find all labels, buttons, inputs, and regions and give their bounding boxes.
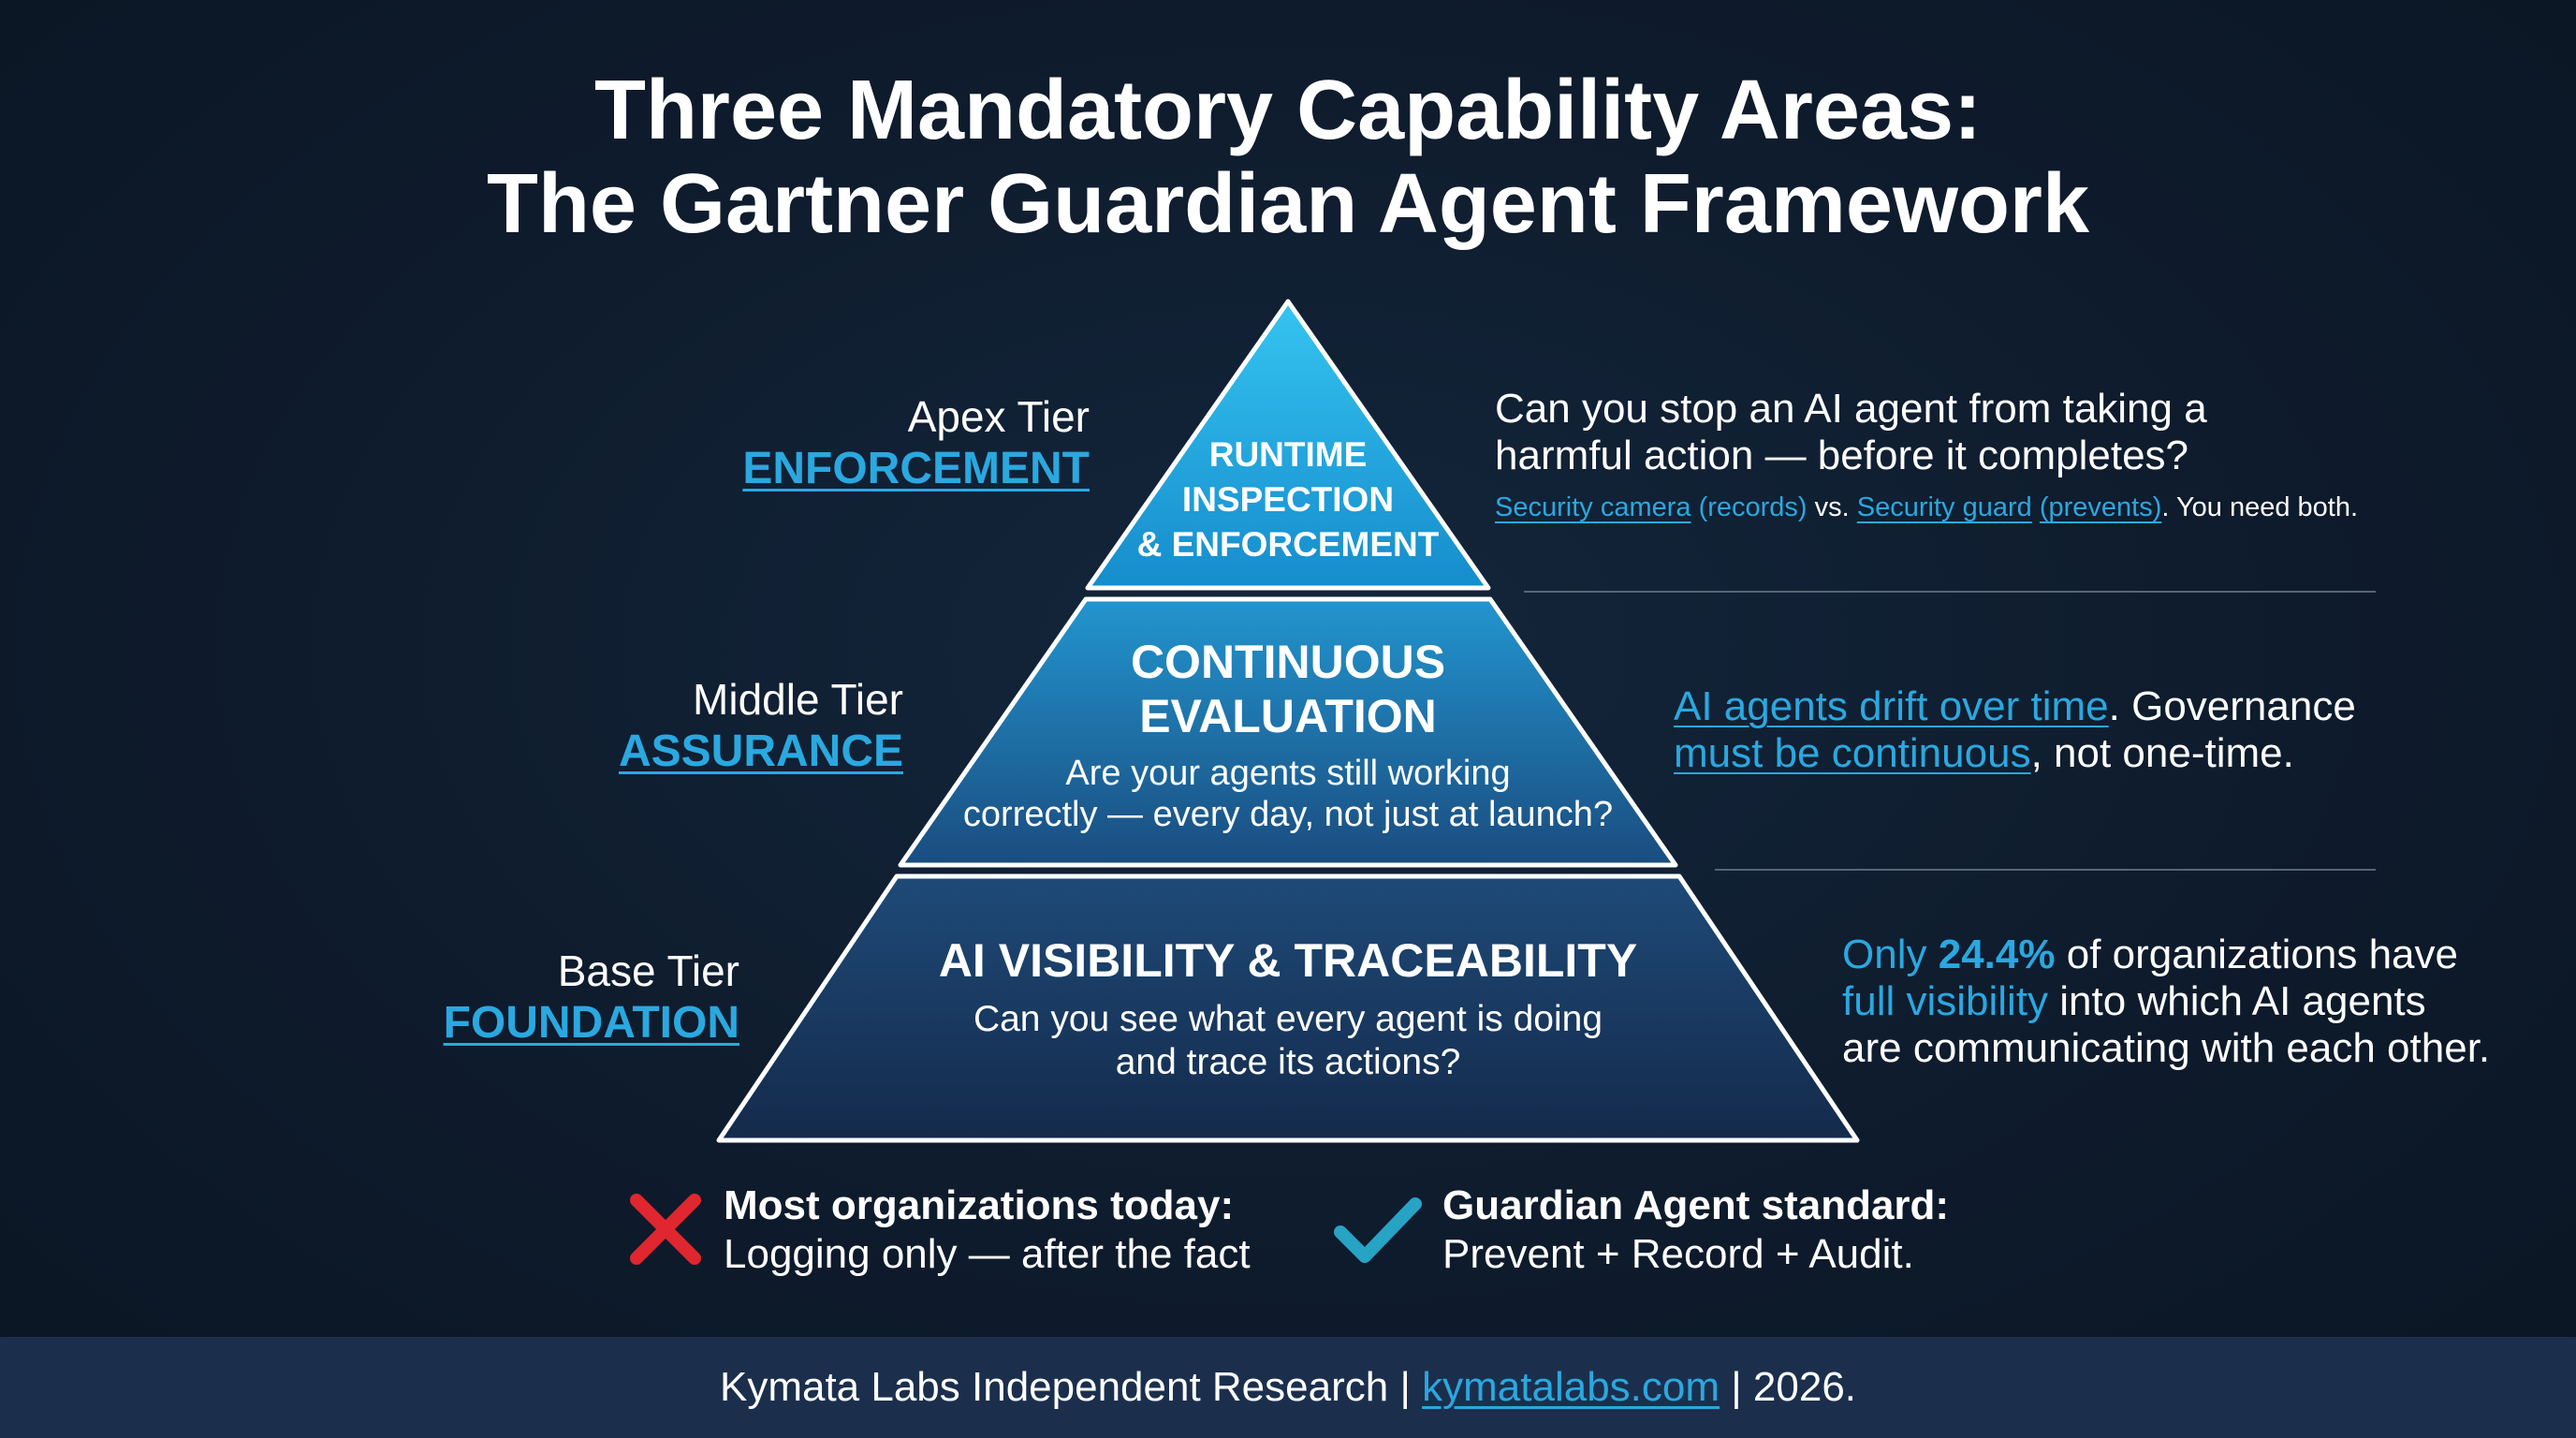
title-line-1: Three Mandatory Capability Areas: [593,64,1983,157]
divider-middle [1715,869,2376,871]
base-desc-line-3: are communicating with each other. [1842,1025,2491,1071]
middle-layer-title-2: EVALUATION [1139,690,1437,742]
base-desc-line-1: Only 24.4% of organizations have [1842,932,2490,978]
middle-desc-text-1: . Governance [2108,683,2356,729]
full-visibility-text: full visibility [1842,978,2049,1024]
apex-tier-name: Apex Tier [907,392,1090,441]
records-text: (records) [1698,492,1808,522]
base-layer-sub-1: Can you see what every agent is doing [973,999,1603,1039]
page-title: Three Mandatory Capability Areas: The Ga… [0,64,2576,251]
apex-question-line-1: Can you stop an AI agent from taking a [1495,386,2207,432]
apex-description: Can you stop an AI agent from taking a h… [1495,386,2358,526]
status-bad: Most organizations today: Logging only —… [724,1181,1251,1279]
divider-apex [1524,591,2376,593]
pyramid-apex-layer [1085,299,1491,591]
middle-tier-name: Middle Tier [693,675,903,724]
base-desc-line-2: full visibility into which AI agents [1842,978,2490,1025]
title-line-2: The Gartner Guardian Agent Framework [486,157,2090,251]
middle-desc-line-2: must be continuous, not one-time. [1674,730,2356,777]
apex-tier-category: ENFORCEMENT [742,444,1090,493]
base-tier-category: FOUNDATION [443,998,739,1048]
footer-separator-1: | [1399,1364,1411,1410]
status-bad-heading: Most organizations today: [724,1182,1235,1228]
status-good-body: Prevent + Record + Audit. [1442,1231,1914,1277]
apex-tier-label: Apex Tier ENFORCEMENT [742,391,1090,496]
security-guard-link[interactable]: Security guard [1856,492,2032,522]
apex-layer-text: RUNTIME INSPECTION & ENFORCEMENT [1101,433,1475,567]
apex-note: Security camera (records) vs. Security g… [1495,489,2358,526]
only-text: Only [1842,932,1927,977]
status-good-heading: Guardian Agent standard: [1442,1182,1950,1228]
drift-link[interactable]: AI agents drift over time [1674,683,2109,729]
middle-desc-line-1: AI agents drift over time. Governance [1674,683,2356,730]
pyramid-base-layer [716,873,1860,1143]
cross-icon [630,1194,701,1265]
pyramid-middle-layer [898,596,1678,868]
prevents-link[interactable]: (prevents) [2039,492,2162,522]
footer-separator-2: | [1731,1364,1742,1410]
middle-layer-sub-1: Are your agents still working [1065,754,1511,793]
base-tier-name: Base Tier [557,946,739,995]
base-layer-title: AI VISIBILITY & TRACEABILITY [938,934,1638,987]
note-tail-text: . You need both. [2161,492,2359,522]
apex-layer-line-1: RUNTIME [1208,435,1368,474]
apex-layer-line-3: & ENFORCEMENT [1136,525,1440,564]
footer-research: Kymata Labs Independent Research [719,1364,1389,1410]
base-desc-text-2: into which AI agents [2059,978,2426,1024]
base-layer-text: AI VISIBILITY & TRACEABILITY Can you see… [820,932,1756,1084]
security-camera-link[interactable]: Security camera [1495,492,1691,522]
base-tier-label: Base Tier FOUNDATION [444,946,739,1050]
base-layer-sub-2: and trace its actions? [1115,1042,1461,1082]
middle-layer-title-1: CONTINUOUS [1130,636,1446,688]
base-description: Only 24.4% of organizations have full vi… [1842,932,2490,1072]
visibility-percentage: 24.4% [1938,932,2056,977]
footer-link[interactable]: kymatalabs.com [1422,1364,1720,1410]
continuous-link[interactable]: must be continuous [1674,730,2031,776]
apex-layer-line-2: INSPECTION [1181,480,1395,519]
middle-desc-text-2: , not one-time. [2030,730,2294,776]
base-desc-text-1: of organizations have [2066,932,2458,977]
middle-tier-category: ASSURANCE [618,726,903,776]
check-icon [1334,1197,1422,1263]
middle-tier-label: Middle Tier ASSURANCE [619,674,903,779]
footer: Kymata Labs Independent Research | kymat… [0,1337,2576,1438]
middle-layer-sub-2: correctly — every day, not just at launc… [962,795,1614,834]
middle-layer-text: CONTINUOUS EVALUATION Are your agents st… [914,635,1662,835]
footer-year: 2026. [1752,1364,1857,1410]
status-good: Guardian Agent standard: Prevent + Recor… [1442,1181,1949,1279]
apex-question-line-2: harmful action — before it completes? [1495,433,2189,478]
vs-text: vs. [1814,492,1850,522]
status-bad-body: Logging only — after the fact [724,1231,1251,1277]
middle-description: AI agents drift over time. Governance mu… [1674,683,2356,777]
